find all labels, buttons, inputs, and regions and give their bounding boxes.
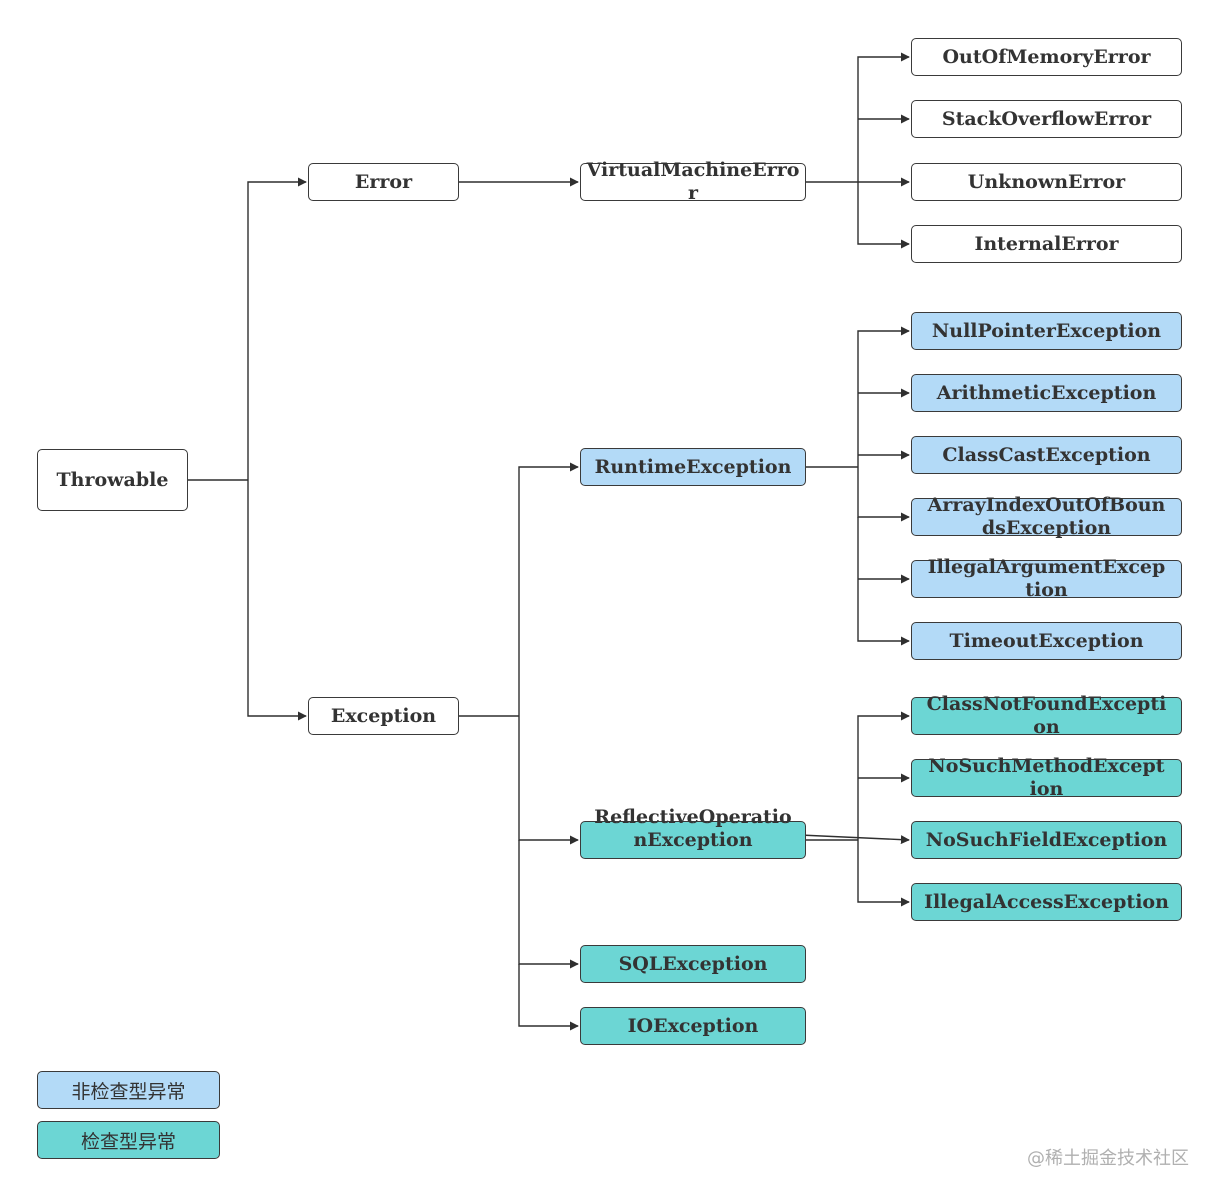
node-class-cast-exception: ClassCastException xyxy=(911,436,1182,474)
node-no-such-field-exception: NoSuchFieldException xyxy=(911,821,1182,859)
node-io-exception: IOException xyxy=(580,1007,806,1045)
edge-reflective-nsf xyxy=(799,834,910,845)
legend-checked-exception: 检查型异常 xyxy=(37,1121,220,1159)
node-label: ArrayIndexOutOfBoundsException xyxy=(927,494,1166,539)
node-no-such-method-exception: NoSuchMethodException xyxy=(911,755,1182,800)
node-throwable: Throwable xyxy=(37,449,188,511)
edge-runtime-array xyxy=(857,467,910,522)
node-null-pointer-exception: NullPointerException xyxy=(911,312,1182,350)
node-label: NoSuchFieldException xyxy=(925,828,1168,851)
node-internal-error: InternalError xyxy=(911,225,1182,263)
node-label: SQLException xyxy=(618,952,768,975)
node-illegal-argument-exception: IllegalArgumentException xyxy=(911,556,1182,601)
node-unknown-error: UnknownError xyxy=(911,163,1182,201)
node-label: IllegalAccessException xyxy=(924,890,1169,913)
node-label: ClassCastException xyxy=(942,443,1151,466)
node-label: NullPointerException xyxy=(931,319,1162,342)
node-label: UnknownError xyxy=(967,170,1126,193)
edge-throwable-error xyxy=(247,177,307,480)
node-label: Exception xyxy=(330,704,437,727)
node-label: TimeoutException xyxy=(949,629,1144,652)
edge-runtime-npe xyxy=(857,326,910,467)
node-virtual-machine-error: VirtualMachineError xyxy=(580,159,806,204)
node-label: IOException xyxy=(627,1014,759,1037)
node-timeout-exception: TimeoutException xyxy=(911,622,1182,660)
legend-unchecked-exception: 非检查型异常 xyxy=(37,1071,220,1109)
node-exception: Exception xyxy=(308,697,459,735)
node-label: Error xyxy=(354,170,413,193)
edge-vme-oom xyxy=(857,52,910,182)
node-label: RuntimeException xyxy=(594,455,792,478)
node-label: VirtualMachineError xyxy=(586,159,800,204)
node-illegal-access-exception: IllegalAccessException xyxy=(911,883,1182,921)
node-label: StackOverflowError xyxy=(941,107,1152,130)
edge-throwable-exception xyxy=(247,480,307,721)
node-arithmetic-exception: ArithmeticException xyxy=(911,374,1182,412)
edge-vme-internal xyxy=(857,182,910,249)
node-stack-overflow-error: StackOverflowError xyxy=(911,100,1182,138)
node-label: IllegalArgumentException xyxy=(927,556,1166,601)
node-out-of-memory-error: OutOfMemoryError xyxy=(911,38,1182,76)
edge-exception-sql xyxy=(518,840,579,969)
node-label: ArithmeticException xyxy=(936,381,1157,404)
edge-runtime-timeout xyxy=(857,517,910,646)
node-array-index-out-of-bounds-exception: ArrayIndexOutOfBoundsException xyxy=(911,494,1182,539)
node-label: NoSuchMethodException xyxy=(928,755,1165,800)
node-label: ReflectiveOperationException xyxy=(594,806,792,851)
edge-exception-runtime xyxy=(518,462,579,716)
node-label: OutOfMemoryError xyxy=(942,45,1151,68)
node-label: InternalError xyxy=(974,232,1119,255)
node-runtime-exception: RuntimeException xyxy=(580,448,806,486)
node-label: ClassNotFoundException xyxy=(926,693,1167,738)
node-reflective-operation-exception: ReflectiveOperationException xyxy=(580,806,806,859)
node-sql-exception: SQLException xyxy=(580,945,806,983)
edge-reflective-iae xyxy=(857,840,910,907)
watermark: @稀土掘金技术社区 xyxy=(1027,1148,1189,1169)
node-class-not-found-exception: ClassNotFoundException xyxy=(911,693,1182,738)
edge-exception-io xyxy=(518,964,579,1031)
legend-checked-label: 检查型异常 xyxy=(80,1130,176,1153)
legend-unchecked-label: 非检查型异常 xyxy=(71,1080,186,1103)
edge-exception-reflective xyxy=(518,716,579,845)
node-error: Error xyxy=(308,163,459,201)
edge-reflective-cnf xyxy=(857,711,910,840)
node-label: Throwable xyxy=(56,468,169,491)
